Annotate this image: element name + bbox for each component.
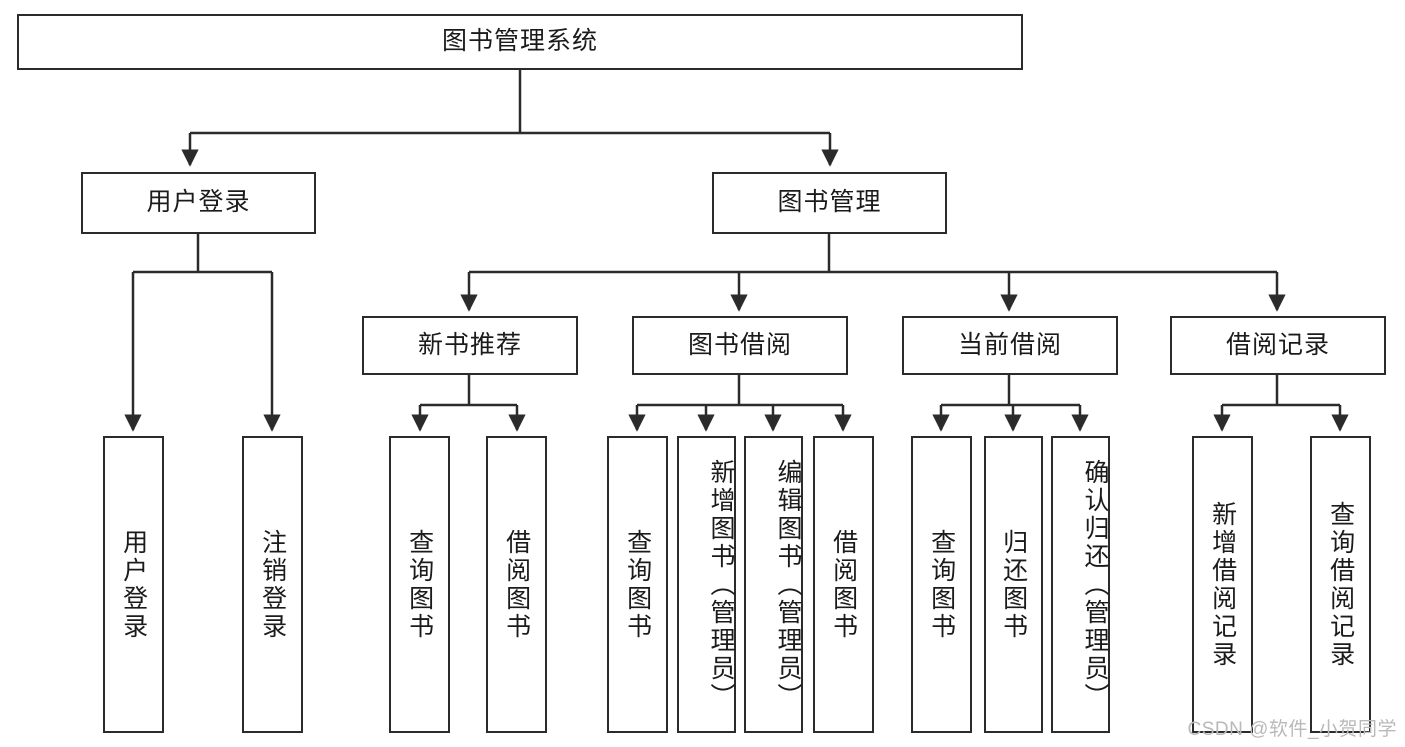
node-leaf-edit-book-label: 编辑图书（管理员） [774, 458, 802, 711]
node-leaf-confirm-return-label: 确认归还（管理员） [1081, 458, 1109, 711]
node-leaf-logout-login[interactable]: 注销登录 [242, 436, 303, 733]
node-new-book-recommend[interactable]: 新书推荐 [362, 316, 578, 375]
node-book-borrow[interactable]: 图书借阅 [632, 316, 848, 375]
node-leaf-query-record[interactable]: 查询借阅记录 [1310, 436, 1371, 733]
node-leaf-logout-login-label: 注销登录 [258, 528, 287, 641]
node-leaf-borrow-book-1[interactable]: 借阅图书 [486, 436, 547, 733]
node-user-login-label: 用户登录 [146, 188, 251, 217]
node-new-book-recommend-label: 新书推荐 [417, 330, 522, 359]
node-leaf-confirm-return[interactable]: 确认归还（管理员） [1051, 436, 1110, 733]
node-leaf-borrow-book-1-label: 借阅图书 [502, 528, 531, 641]
node-leaf-add-record[interactable]: 新增借阅记录 [1192, 436, 1253, 733]
node-leaf-borrow-book-2[interactable]: 借阅图书 [813, 436, 874, 733]
node-leaf-add-book[interactable]: 新增图书（管理员） [677, 436, 736, 733]
node-leaf-query-book-1-label: 查询图书 [405, 528, 434, 641]
node-leaf-query-book-1[interactable]: 查询图书 [389, 436, 450, 733]
watermark-text: CSDN @软件_小贺同学 [1187, 719, 1397, 740]
node-leaf-user-login-label: 用户登录 [119, 528, 148, 641]
node-leaf-edit-book[interactable]: 编辑图书（管理员） [744, 436, 803, 733]
node-borrow-record-label: 借阅记录 [1225, 330, 1330, 359]
node-leaf-query-book-2[interactable]: 查询图书 [607, 436, 668, 733]
node-book-manage[interactable]: 图书管理 [712, 172, 947, 234]
node-current-borrow[interactable]: 当前借阅 [902, 316, 1118, 375]
node-leaf-query-book-3-label: 查询图书 [927, 528, 956, 641]
node-borrow-record[interactable]: 借阅记录 [1170, 316, 1386, 375]
node-leaf-return-book[interactable]: 归还图书 [984, 436, 1043, 733]
node-current-borrow-label: 当前借阅 [957, 330, 1062, 359]
node-leaf-add-record-label: 新增借阅记录 [1208, 500, 1237, 669]
node-user-login[interactable]: 用户登录 [81, 172, 316, 234]
node-leaf-query-record-label: 查询借阅记录 [1326, 500, 1355, 669]
node-leaf-user-login[interactable]: 用户登录 [103, 436, 164, 733]
node-root[interactable]: 图书管理系统 [17, 14, 1023, 70]
node-leaf-add-book-label: 新增图书（管理员） [707, 458, 735, 711]
node-leaf-query-book-3[interactable]: 查询图书 [911, 436, 972, 733]
node-root-label: 图书管理系统 [441, 27, 598, 56]
node-leaf-query-book-2-label: 查询图书 [623, 528, 652, 641]
node-leaf-return-book-label: 归还图书 [999, 528, 1028, 641]
node-leaf-borrow-book-2-label: 借阅图书 [829, 528, 858, 641]
node-book-borrow-label: 图书借阅 [687, 330, 792, 359]
node-book-manage-label: 图书管理 [777, 188, 882, 217]
